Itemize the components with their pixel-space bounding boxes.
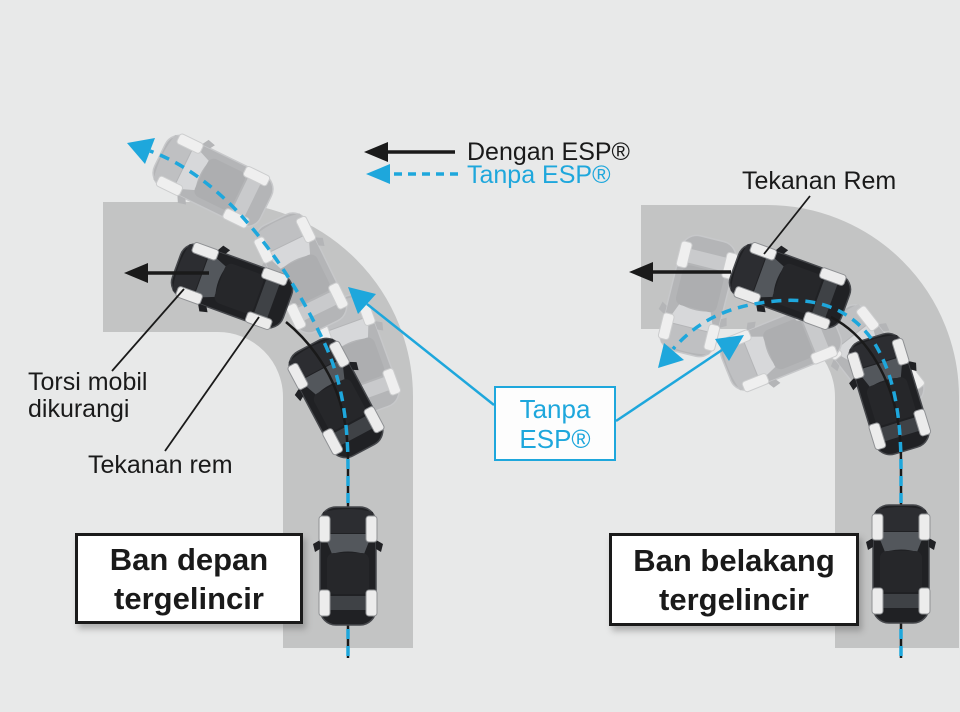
leader-line-brake-left bbox=[164, 316, 260, 452]
brake-pressure-label-left: Tekanan rem bbox=[88, 451, 233, 479]
with-esp-legend-arrow-icon bbox=[364, 142, 455, 162]
caption-front-slip-line2: tergelincir bbox=[114, 580, 264, 616]
caption-rear-slip: Ban belakang tergelincir bbox=[609, 533, 859, 626]
with-esp-arrow-right bbox=[629, 262, 731, 282]
callout-pointer-right bbox=[615, 335, 744, 423]
with-esp-path-left bbox=[285, 321, 350, 658]
caption-front-slip-line1: Ban depan bbox=[109, 541, 269, 577]
torque-reduced-label: Torsi mobil dikurangi bbox=[28, 369, 147, 423]
caption-rear-slip-line1: Ban belakang bbox=[633, 542, 835, 578]
with-esp-arrow-left bbox=[124, 263, 209, 283]
leader-line-torque-reduced bbox=[111, 288, 185, 372]
without-esp-callout-line1: Tanpa bbox=[519, 393, 591, 424]
legend-without-esp-label: Tanpa ESP® bbox=[467, 161, 611, 189]
caption-rear-slip-line2: tergelincir bbox=[659, 581, 809, 617]
caption-front-slip: Ban depan tergelincir bbox=[75, 533, 303, 624]
leader-line-brake-right bbox=[763, 195, 811, 255]
without-esp-arrowhead-right bbox=[658, 343, 684, 368]
esp-car-right-entry bbox=[866, 505, 936, 623]
without-esp-path-right bbox=[671, 298, 903, 656]
with-esp-path-right bbox=[830, 315, 903, 658]
without-esp-callout-line2: ESP® bbox=[519, 423, 591, 454]
torque-reduced-line1: Torsi mobil bbox=[28, 368, 148, 396]
esp-car-left-entry bbox=[313, 507, 383, 625]
brake-pressure-label-right: Tekanan Rem bbox=[742, 167, 897, 195]
legend-with-esp-label: Dengan ESP® bbox=[467, 138, 630, 166]
without-esp-callout: Tanpa ESP® bbox=[494, 386, 616, 461]
callout-pointer-left bbox=[348, 287, 495, 406]
without-esp-arrowhead-left bbox=[127, 138, 155, 164]
without-esp-legend-arrow-icon bbox=[366, 164, 458, 184]
torque-reduced-line2: dikurangi bbox=[28, 395, 130, 423]
